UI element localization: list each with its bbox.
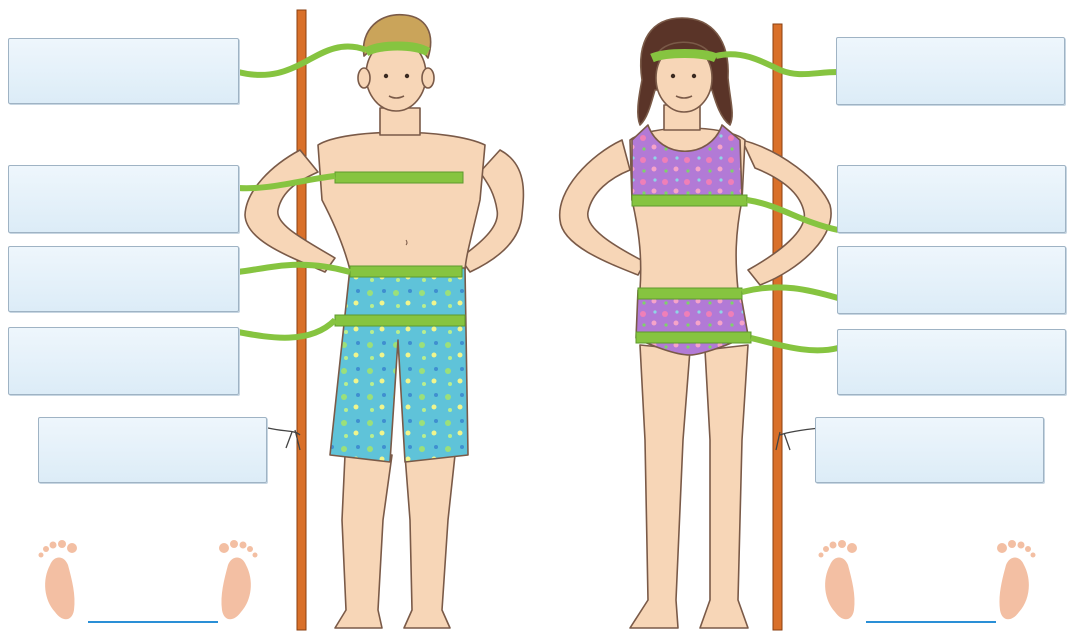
girl-hips-input[interactable] [838, 330, 1065, 394]
girl-hips-label-box[interactable] [837, 329, 1066, 395]
girl-measuring-pole [773, 24, 782, 630]
boy-hips-input[interactable] [9, 328, 238, 394]
girl-waist-label-box[interactable] [837, 246, 1066, 314]
boy-head-label-box[interactable] [8, 38, 239, 104]
girl-waist-input[interactable] [838, 247, 1065, 313]
boy-head-input[interactable] [9, 39, 238, 103]
girl-head-label-box[interactable] [836, 37, 1065, 105]
boy-waist-label-box[interactable] [8, 246, 239, 312]
boy-height-label-box[interactable] [38, 417, 267, 483]
footprint-right-icon [997, 540, 1036, 619]
girl-height-input[interactable] [816, 418, 1043, 482]
girl-figure [560, 18, 831, 628]
girl-chest-label-box[interactable] [837, 165, 1066, 233]
footprint-right-icon [219, 540, 258, 619]
boy-hips-label-box[interactable] [8, 327, 239, 395]
boy-waist-input[interactable] [9, 247, 238, 311]
boy-chest-label-box[interactable] [8, 165, 239, 233]
girl-chest-input[interactable] [838, 166, 1065, 232]
boy-foot-answer-line[interactable] [88, 621, 218, 623]
footprint-left-icon [39, 540, 78, 619]
boy-height-input[interactable] [39, 418, 266, 482]
girl-height-label-box[interactable] [815, 417, 1044, 483]
girl-head-input[interactable] [837, 38, 1064, 104]
boy-chest-input[interactable] [9, 166, 238, 232]
boy-measuring-pole [297, 10, 306, 630]
girl-foot-answer-line[interactable] [866, 621, 996, 623]
footprint-left-icon [819, 540, 858, 619]
